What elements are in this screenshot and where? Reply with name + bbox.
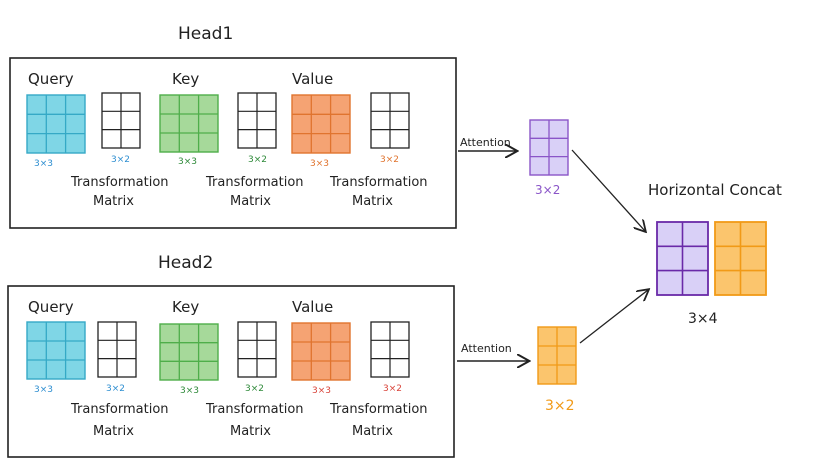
concat-orange-block	[714, 221, 767, 296]
head1-tf-k-line1: Transformation	[205, 175, 304, 190]
head1-query-dim: 3×3	[34, 159, 53, 169]
head1-tf-q-line2: Matrix	[93, 194, 134, 209]
head1-attention-label: Attention	[460, 136, 511, 149]
head1-transform-q-matrix	[101, 92, 141, 149]
head2-tf-q-line1: Transformation	[70, 402, 169, 417]
head1-key-matrix	[159, 94, 219, 153]
head2-query-matrix	[26, 321, 86, 380]
head2-key-dim: 3×3	[180, 386, 199, 396]
head2-to-concat-arrow	[579, 290, 648, 344]
head1-tf-v-line2: Matrix	[352, 194, 393, 209]
head2-value-dim: 3×3	[312, 386, 331, 396]
head2-query-dim: 3×3	[34, 385, 53, 395]
head1-transform-k-matrix	[237, 92, 277, 149]
head1-box	[9, 57, 457, 229]
head1-tf-v-line1: Transformation	[329, 175, 428, 190]
head2-transform-k-dim: 3×2	[245, 384, 264, 394]
head1-output-matrix	[529, 119, 569, 176]
head1-transform-v-matrix	[370, 92, 410, 149]
head2-tf-v-line2: Matrix	[352, 424, 393, 439]
head1-value-label: Value	[292, 70, 333, 88]
concat-dim: 3×4	[688, 311, 718, 327]
head1-transform-k-dim: 3×2	[248, 155, 267, 165]
head2-value-matrix	[291, 322, 351, 381]
head1-value-dim: 3×3	[310, 159, 329, 169]
head2-value-label: Value	[292, 298, 333, 316]
head2-title: Head2	[158, 253, 213, 273]
concat-purple-block	[656, 221, 709, 296]
head1-tf-k-line2: Matrix	[230, 194, 271, 209]
head1-query-label: Query	[28, 70, 74, 88]
head2-tf-q-line2: Matrix	[93, 424, 134, 439]
head2-key-label: Key	[172, 298, 199, 316]
head2-output-dim: 3×2	[545, 398, 575, 414]
concat-title: Horizontal Concat	[648, 181, 782, 199]
head1-tf-q-line1: Transformation	[70, 175, 169, 190]
head2-tf-k-line1: Transformation	[205, 402, 304, 417]
head2-attention-label: Attention	[461, 342, 512, 355]
head2-transform-q-dim: 3×2	[106, 384, 125, 394]
head2-query-label: Query	[28, 298, 74, 316]
head2-transform-v-dim: 3×2	[383, 384, 402, 394]
head1-output-dim: 3×2	[535, 183, 560, 197]
head1-key-label: Key	[172, 70, 199, 88]
head1-key-dim: 3×3	[178, 157, 197, 167]
head2-tf-k-line2: Matrix	[230, 424, 271, 439]
head2-key-matrix	[159, 323, 219, 381]
head2-transform-k-matrix	[237, 321, 277, 378]
head1-query-matrix	[26, 94, 86, 154]
head1-transform-q-dim: 3×2	[111, 155, 130, 165]
head2-transform-v-matrix	[370, 321, 410, 378]
head2-tf-v-line1: Transformation	[329, 402, 428, 417]
head2-output-matrix	[537, 326, 577, 385]
head2-box	[7, 285, 455, 458]
head2-transform-q-matrix	[97, 321, 137, 378]
head1-value-matrix	[291, 94, 351, 154]
head1-title: Head1	[178, 24, 233, 44]
head1-transform-v-dim: 3×2	[380, 155, 399, 165]
head1-to-concat-arrow	[571, 149, 645, 231]
